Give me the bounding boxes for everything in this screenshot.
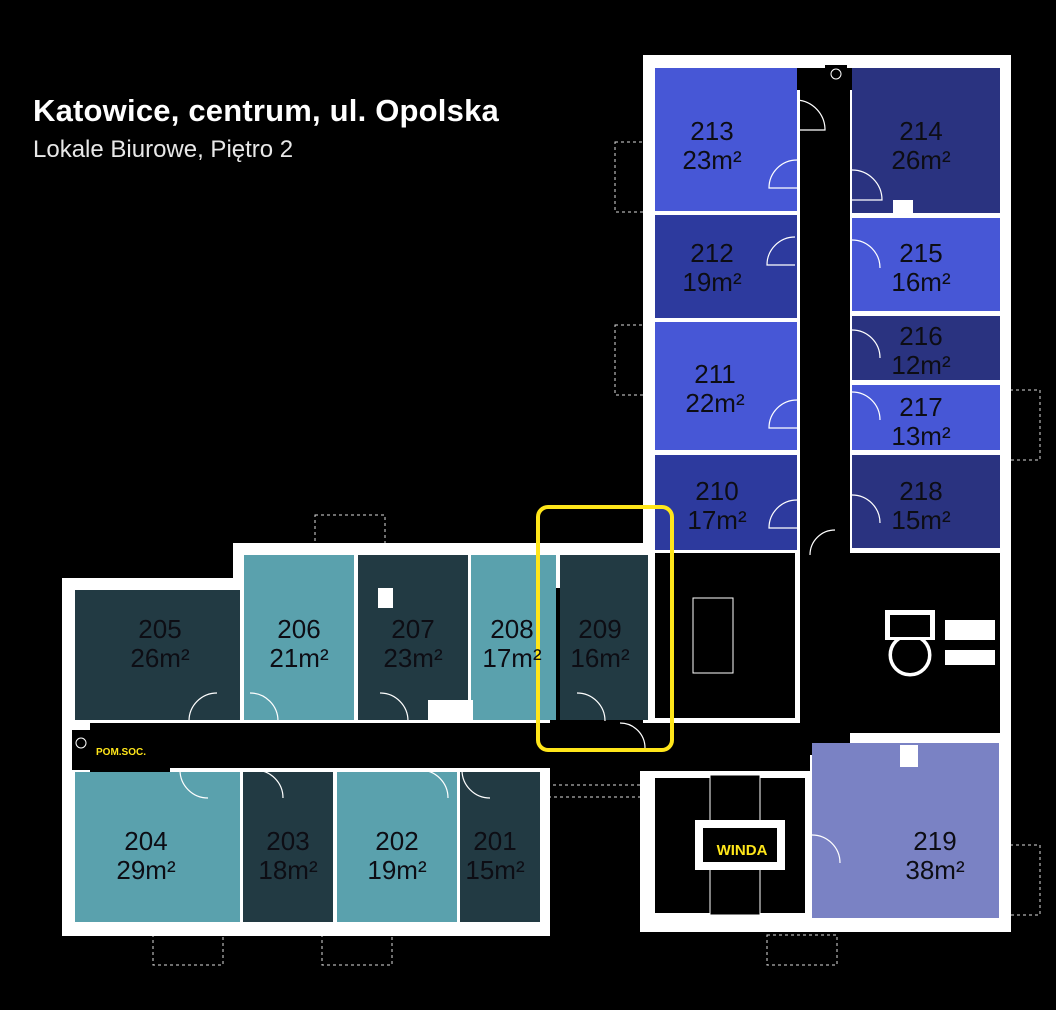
room-219[interactable]	[812, 743, 999, 918]
room-number-216: 216	[899, 321, 942, 351]
room-number-215: 215	[899, 238, 942, 268]
room-number-202: 202	[375, 826, 418, 856]
room-208[interactable]	[471, 555, 556, 720]
room-214[interactable]	[852, 68, 1000, 213]
room-number-217: 217	[899, 392, 942, 422]
room-area-213: 23m²	[682, 145, 742, 175]
room-number-218: 218	[899, 476, 942, 506]
room-201[interactable]	[460, 772, 540, 922]
room-number-206: 206	[277, 614, 320, 644]
room-area-205: 26m²	[130, 643, 190, 673]
exterior-outlines	[152, 141, 1041, 966]
social-room-label: POM.SOC.	[96, 747, 146, 758]
room-area-206: 21m²	[269, 643, 329, 673]
room-number-205: 205	[138, 614, 181, 644]
highlight-frame-209	[536, 505, 674, 752]
room-area-214: 26m²	[891, 145, 951, 175]
room-area-203: 18m²	[258, 855, 318, 885]
room-203[interactable]	[243, 772, 333, 922]
room-area-215: 16m²	[891, 267, 951, 297]
room-210[interactable]	[655, 455, 797, 550]
drain-icon	[75, 737, 87, 749]
room-209[interactable]	[560, 555, 648, 720]
room-number-213: 213	[690, 116, 733, 146]
room-206[interactable]	[244, 555, 354, 720]
room-area-201: 15m²	[465, 855, 525, 885]
room-area-210: 17m²	[687, 505, 747, 535]
room-number-203: 203	[266, 826, 309, 856]
room-number-208: 208	[490, 614, 533, 644]
plan-subtitle: Lokale Biurowe, Piętro 2	[33, 136, 294, 163]
room-number-211: 211	[694, 359, 735, 389]
room-204[interactable]	[75, 772, 240, 922]
room-218[interactable]	[852, 455, 1000, 548]
room-area-218: 15m²	[891, 505, 951, 535]
room-217[interactable]	[852, 385, 1000, 450]
plan-title: Katowice, centrum, ul. Opolska	[33, 93, 499, 128]
room-205[interactable]	[75, 590, 240, 720]
room-area-212: 19m²	[682, 267, 742, 297]
room-area-202: 19m²	[367, 855, 427, 885]
social-room: POM.SOC.	[75, 730, 152, 770]
room-area-208: 17m²	[482, 643, 542, 673]
elevator-label: WINDA	[717, 842, 768, 859]
room-number-219: 219	[913, 826, 956, 856]
room-212[interactable]	[655, 215, 797, 318]
room-area-204: 29m²	[116, 855, 176, 885]
room-area-209: 16m²	[570, 643, 630, 673]
room-202[interactable]	[337, 772, 457, 922]
stairs-upper	[692, 597, 734, 674]
room-number-209: 209	[578, 614, 621, 644]
room-number-204: 204	[124, 826, 167, 856]
room-number-212: 212	[690, 238, 733, 268]
room-number-210: 210	[695, 476, 738, 506]
room-213[interactable]	[655, 68, 797, 211]
room-area-217: 13m²	[891, 421, 951, 451]
room-labels: 21323m²21219m²21122m²21017m²21426m²21516…	[116, 116, 965, 885]
rooms	[75, 68, 1000, 922]
room-area-216: 12m²	[891, 350, 951, 380]
room-207[interactable]	[358, 555, 468, 720]
room-211[interactable]	[655, 322, 797, 450]
room-number-207: 207	[391, 614, 434, 644]
room-area-211: 22m²	[685, 388, 745, 418]
doors	[179, 99, 883, 864]
elevator-core: WINDA	[655, 774, 805, 916]
room-area-219: 38m²	[905, 855, 965, 885]
room-number-214: 214	[899, 116, 942, 146]
columns	[378, 65, 918, 767]
room-number-201: 201	[473, 826, 516, 856]
room-area-207: 23m²	[383, 643, 443, 673]
room-215[interactable]	[852, 218, 1000, 311]
room-216[interactable]	[852, 316, 1000, 380]
